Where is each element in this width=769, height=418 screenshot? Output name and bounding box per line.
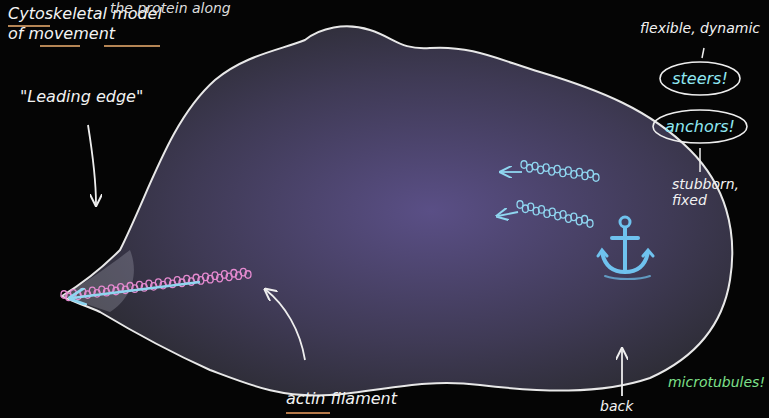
leader-arrow — [621, 350, 623, 396]
label: flexible, dynamic — [640, 20, 760, 36]
node-text: anchors! — [665, 117, 735, 136]
filament-bead — [587, 220, 593, 228]
oval-shape — [653, 110, 747, 143]
microtubule-arrow — [502, 171, 522, 173]
label: "Leading edge" — [20, 88, 143, 106]
cell-outline — [62, 26, 732, 395]
label: actin filament — [286, 390, 397, 408]
label: stubborn, fixed — [672, 176, 754, 208]
microtubules — [517, 161, 599, 228]
leader-line — [699, 148, 701, 172]
label: microtubules! — [668, 374, 765, 390]
actin-filament — [61, 268, 251, 300]
filament-bead — [593, 174, 599, 182]
leader-arrow — [266, 290, 305, 360]
filament-bead — [245, 271, 251, 279]
leading-edge-glow — [62, 250, 134, 312]
leader-arrow — [88, 125, 96, 204]
label: back — [600, 398, 633, 414]
oval-node: anchors! — [652, 109, 748, 144]
oval-node: steers! — [659, 61, 741, 96]
microtubule-arrow — [498, 212, 518, 216]
oval-shape — [660, 62, 740, 95]
label: the protein along — [110, 0, 231, 16]
word-underline — [286, 412, 330, 414]
node-text: steers! — [672, 69, 728, 88]
leader-line — [702, 48, 704, 58]
actin-arrow — [72, 282, 200, 298]
anchor-symbol — [598, 217, 653, 279]
